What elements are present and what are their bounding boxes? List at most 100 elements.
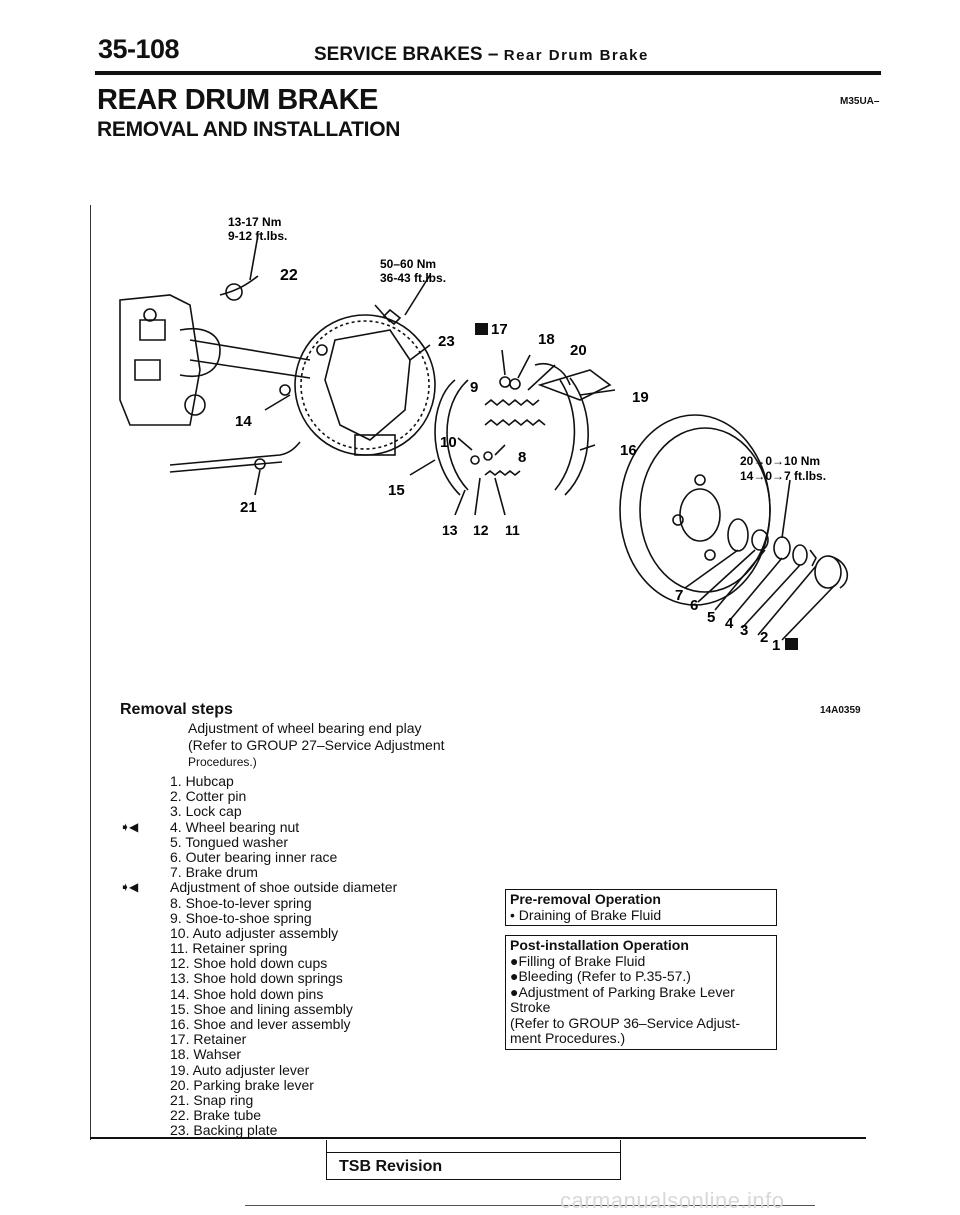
list-item: 11. Retainer spring: [120, 940, 397, 957]
subsection-name: Rear Drum Brake: [503, 47, 649, 64]
header-rule: [95, 71, 881, 75]
footer-bottom-rule: [245, 1205, 815, 1206]
callout-1: 1: [772, 637, 780, 650]
list-item: 5. Tongued washer: [120, 833, 397, 850]
step-mark: [120, 835, 170, 850]
callout-22: 22: [280, 267, 298, 284]
pre-removal-box: Pre-removal Operation • Draining of Brak…: [505, 889, 777, 926]
torque-3-nm: 20→0→10 Nm: [740, 454, 820, 468]
step-text: 11. Retainer spring: [170, 940, 288, 957]
torque-2-nm: 50–60 Nm: [380, 257, 436, 271]
step-text: 5. Tongued washer: [170, 833, 289, 850]
margin-line: [90, 205, 91, 1140]
page-number: 35-108: [98, 34, 180, 64]
step-text: Adjustment of shoe outside diameter: [170, 879, 398, 896]
note-line: Adjustment of wheel bearing end play: [188, 720, 422, 736]
list-item: 1. Hubcap: [120, 773, 397, 789]
watermark: carmanualsonline.info: [560, 1188, 785, 1213]
step-text: 15. Shoe and lining assembly: [170, 1000, 353, 1017]
step-text: 6. Outer bearing inner race: [170, 848, 338, 865]
step-mark: [120, 1002, 170, 1017]
step-mark: [120, 987, 170, 1002]
pre-removal-item: • Draining of Brake Fluid: [510, 906, 662, 923]
step-mark: ➧◀: [120, 819, 138, 834]
pre-removal-title: Pre-removal Operation: [510, 891, 661, 907]
step-mark: [120, 1108, 170, 1123]
list-item: 20. Parking brake lever: [120, 1076, 397, 1093]
callout-10: 10: [440, 434, 457, 451]
footer-rule: [90, 1137, 866, 1139]
list-item: 3. Lock cap: [120, 804, 397, 819]
new-part-icon: [785, 638, 798, 650]
step-mark: [120, 1017, 170, 1032]
step-text: 17. Retainer: [170, 1031, 247, 1048]
step-text: 19. Auto adjuster lever: [170, 1061, 310, 1078]
callout-3: 3: [740, 622, 748, 639]
step-mark: [120, 926, 170, 941]
list-item: 19. Auto adjuster lever: [120, 1061, 397, 1078]
removal-steps-list: 1. Hubcap 2. Cotter pin 3. Lock cap ➧◀ 4.…: [120, 773, 397, 1139]
callout-23: 23: [438, 333, 455, 350]
step-mark: [120, 971, 170, 986]
post-installation-box: Post-installation Operation ●Filling of …: [505, 935, 777, 1050]
step-text: 3. Lock cap: [170, 803, 242, 820]
step-text: 22. Brake tube: [170, 1107, 262, 1124]
step-text: 16. Shoe and lever assembly: [170, 1016, 351, 1032]
list-item: 16. Shoe and lever assembly: [120, 1016, 397, 1032]
list-item: 13. Shoe hold down springs: [120, 971, 397, 986]
step-mark: [120, 1047, 170, 1062]
step-text: 18. Wahser: [170, 1046, 242, 1063]
brake-exploded-diagram: 13-17 Nm 9-12 ft.lbs. 50–60 Nm 36-43 ft.…: [119, 215, 849, 650]
tsb-box-top: [326, 1140, 621, 1152]
list-item: 7. Brake drum: [120, 864, 397, 881]
step-mark: [120, 896, 170, 911]
callout-18: 18: [538, 331, 555, 348]
new-part-icon: [475, 323, 488, 335]
step-mark: [120, 941, 170, 956]
post-installation-item: ●Bleeding (Refer to P.35-57.): [510, 968, 691, 984]
callout-21: 21: [240, 499, 257, 516]
step-text: 20. Parking brake lever: [170, 1076, 314, 1093]
list-item: 23. Backing plate: [120, 1123, 397, 1138]
list-item: 22. Brake tube: [120, 1107, 397, 1124]
list-item: 15. Shoe and lining assembly: [120, 1000, 397, 1017]
step-mark: [120, 850, 170, 865]
section-name: SERVICE BRAKES: [314, 44, 483, 65]
page-subtitle: REMOVAL AND INSTALLATION: [97, 118, 401, 141]
step-mark: [120, 1078, 170, 1093]
callout-2: 2: [760, 629, 768, 646]
page-title: REAR DRUM BRAKE: [97, 84, 378, 116]
step-text: 4. Wheel bearing nut: [170, 818, 300, 835]
step-mark: [120, 1032, 170, 1047]
callout-15: 15: [388, 482, 405, 499]
callout-14: 14: [235, 413, 252, 430]
tsb-revision-box: TSB Revision: [326, 1152, 621, 1180]
step-text: 7. Brake drum: [170, 864, 258, 881]
callout-11: 11: [505, 522, 520, 538]
post-installation-item: ●Adjustment of Parking Brake Lever: [510, 983, 735, 1000]
list-item: 17. Retainer: [120, 1031, 397, 1048]
callout-20: 20: [570, 342, 587, 359]
note-line: Procedures.): [188, 755, 257, 769]
callout-17: 17: [491, 321, 508, 338]
list-item: 9. Shoe-to-shoe spring: [120, 910, 397, 926]
removal-steps-title: Removal steps: [120, 701, 233, 718]
callout-4: 4: [725, 615, 734, 632]
section-header: SERVICE BRAKES – Rear Drum Brake: [314, 44, 649, 66]
step-text: 13. Shoe hold down springs: [170, 970, 343, 987]
step-text: 14. Shoe hold down pins: [170, 985, 324, 1002]
list-item: ➧◀Adjustment of shoe outside diameter: [120, 880, 397, 895]
callout-9: 9: [470, 379, 478, 396]
torque-2-ft: 36-43 ft.lbs.: [380, 271, 446, 285]
step-text: 21. Snap ring: [170, 1091, 254, 1108]
post-installation-item: Stroke: [510, 999, 551, 1015]
doc-code: M35UA–: [840, 96, 880, 107]
list-item: 2. Cotter pin: [120, 788, 397, 804]
step-mark: [120, 865, 170, 880]
list-item: 14. Shoe hold down pins: [120, 985, 397, 1002]
step-mark: [120, 804, 170, 819]
callout-16: 16: [620, 442, 637, 459]
note-line: (Refer to GROUP 27–Service Adjustment: [188, 737, 445, 753]
step-text: 8. Shoe-to-lever spring: [170, 894, 312, 911]
callout-12: 12: [473, 522, 489, 538]
